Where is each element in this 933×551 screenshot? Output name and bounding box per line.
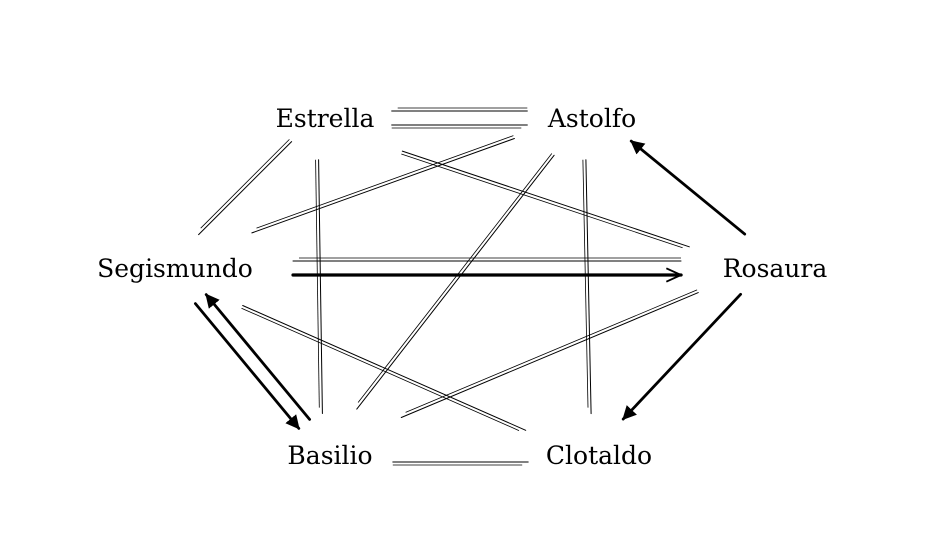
- node-clotaldo: Clotaldo: [546, 441, 652, 470]
- node-estrella: Estrella: [276, 104, 375, 133]
- edge-astolfo-to-basilio-sketch: [357, 153, 553, 403]
- node-basilio: Basilio: [287, 441, 372, 470]
- edge-estrella-to-basilio: [318, 159, 323, 414]
- node-rosaura: Rosaura: [723, 254, 828, 283]
- edge-rosaura-to-clotaldo: [621, 292, 742, 421]
- nodes-layer: Estrella Astolfo Segismundo Rosaura Basi…: [97, 104, 827, 470]
- edge-estrella-to-segismundo-sketch: [200, 139, 290, 229]
- edge-estrella-to-segismundo: [198, 141, 293, 236]
- edge-rosaura-to-astolfo: [629, 139, 747, 236]
- edge-estrella-to-rosaura: [401, 150, 690, 248]
- edge-astolfo-to-basilio: [356, 154, 555, 410]
- edge-astolfo-to-clotaldo: [585, 159, 592, 415]
- edge-estrella-to-rosaura-sketch: [401, 153, 683, 249]
- edge-basilio-to-segismundo: [204, 293, 312, 421]
- edge-segismundo-to-clotaldo: [242, 305, 527, 431]
- edge-astolfo-to-segismundo: [251, 138, 515, 234]
- edge-rosaura-to-basilio: [400, 292, 699, 418]
- edge-segismundo-to-basilio: [193, 302, 301, 430]
- edges-layer: [193, 107, 747, 466]
- edge-astolfo-to-segismundo-sketch: [256, 135, 514, 229]
- edge-estrella-to-basilio-sketch: [315, 159, 320, 408]
- edge-rosaura-to-basilio-sketch: [405, 289, 698, 413]
- edge-astolfo-to-clotaldo-sketch: [582, 159, 589, 408]
- node-segismundo: Segismundo: [97, 254, 253, 283]
- edge-segismundo-to-clotaldo-sketch: [241, 307, 520, 431]
- node-astolfo: Astolfo: [547, 104, 636, 133]
